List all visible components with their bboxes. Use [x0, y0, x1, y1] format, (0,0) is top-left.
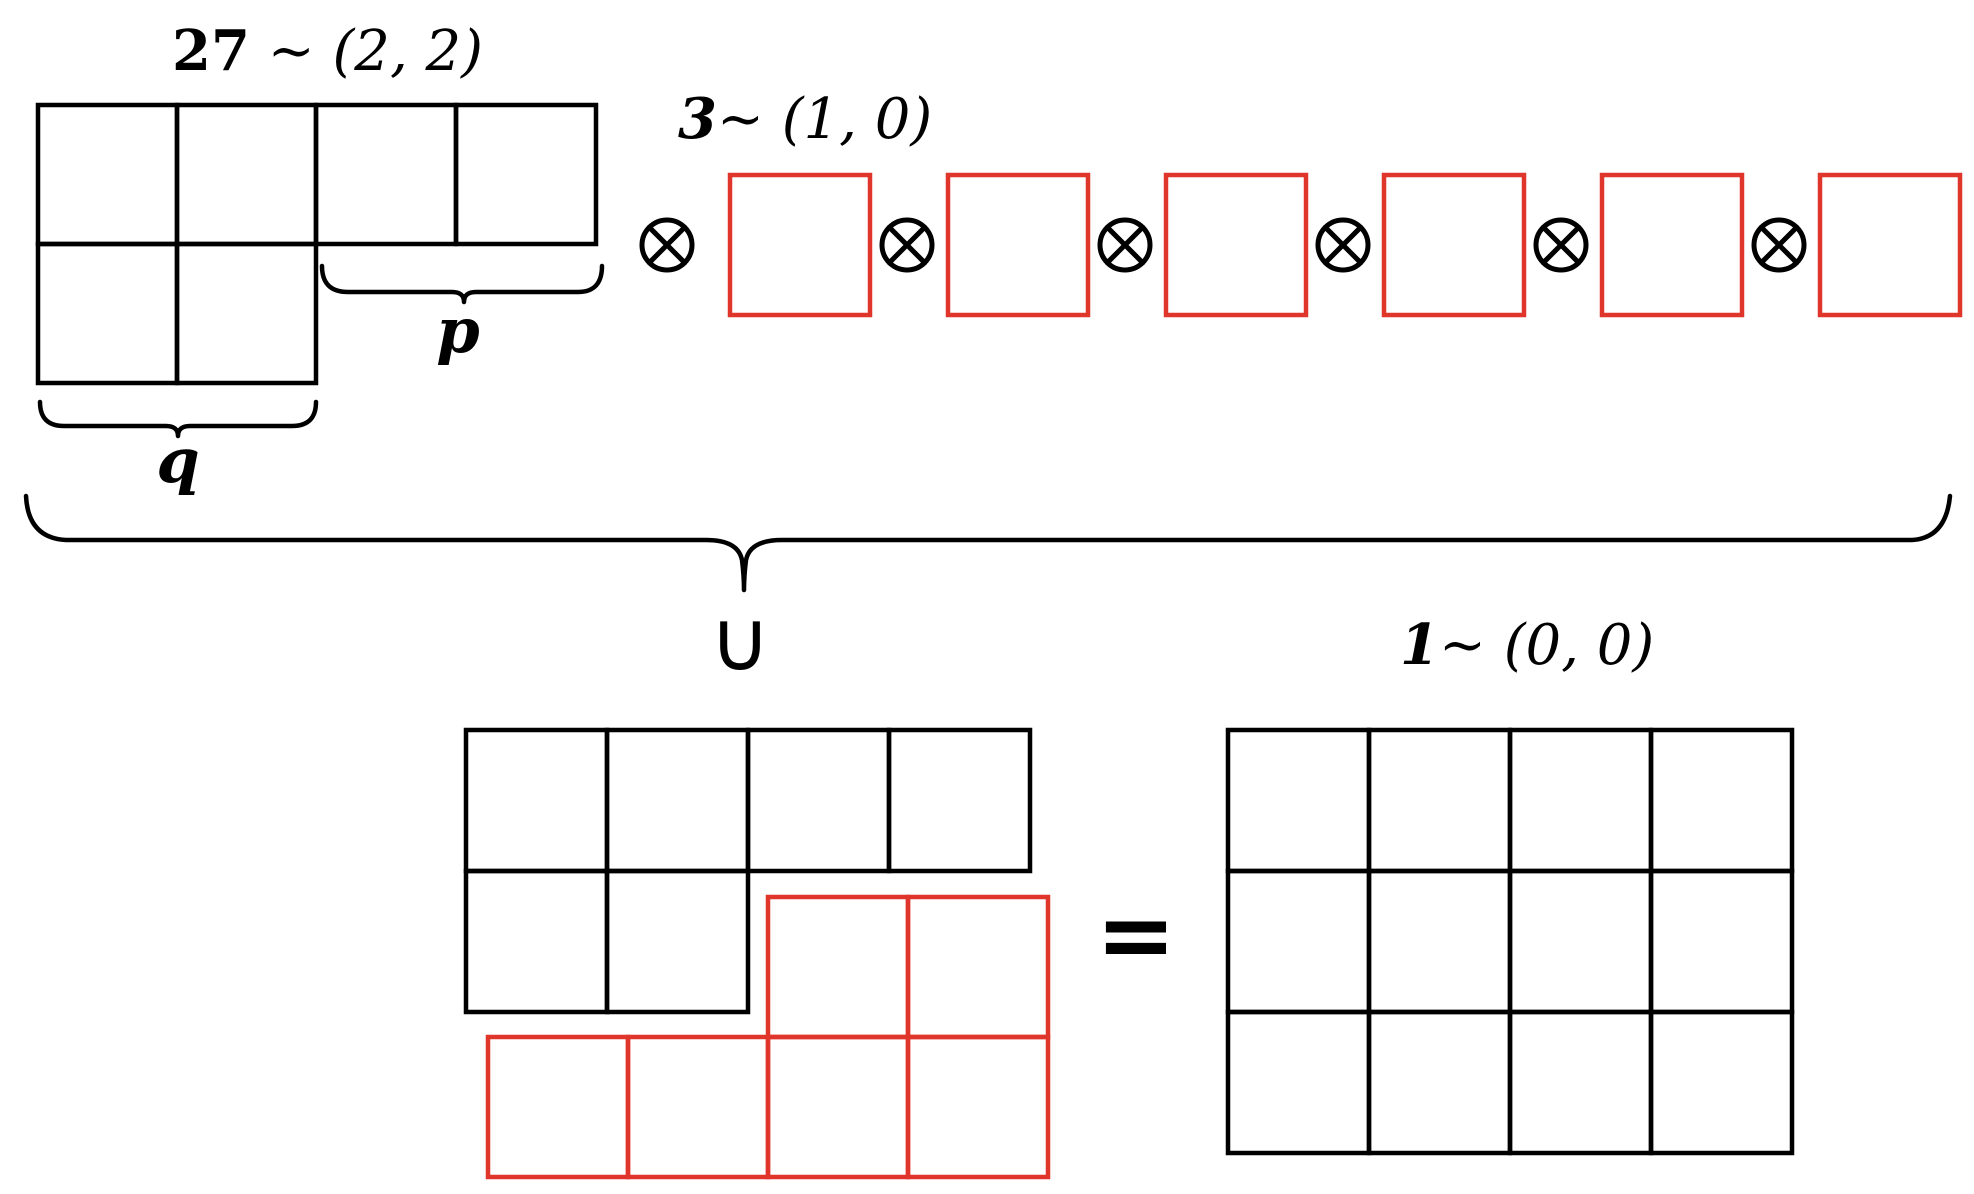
- combined-red-cell: [905, 1034, 1051, 1180]
- label-rep-1: 1~ (0, 0): [1400, 612, 1654, 678]
- singlet-cell: [1225, 727, 1372, 874]
- label-rep-3: 3~ (1, 0): [678, 86, 932, 152]
- singlet-cell: [1366, 1009, 1513, 1156]
- tensor-product-icon: [879, 217, 935, 273]
- singlet-cell: [1366, 868, 1513, 1015]
- singlet-cell: [1648, 868, 1795, 1015]
- rep1-weight: ~ (0, 0): [1439, 613, 1654, 678]
- union-symbol: ∪: [709, 592, 770, 690]
- brace-total: [23, 493, 1953, 593]
- combined-black-cell: [604, 868, 751, 1015]
- tableau-27-cell: [174, 102, 319, 247]
- singlet-cell: [1225, 1009, 1372, 1156]
- label-p: p: [436, 294, 479, 367]
- combined-red-cell: [485, 1034, 631, 1180]
- tensor-product-icon: [1533, 217, 1589, 273]
- equals-symbol: =: [1096, 879, 1176, 991]
- singlet-cell: [1507, 727, 1654, 874]
- tableau-27-cell: [453, 102, 599, 247]
- rep3-weight: ~ (1, 0): [717, 87, 932, 152]
- fundamental-box: [945, 172, 1091, 318]
- singlet-cell: [1507, 1009, 1654, 1156]
- tensor-product-row: [639, 172, 1963, 318]
- fundamental-box: [1599, 172, 1745, 318]
- combined-black-cell: [886, 727, 1033, 874]
- rep27-weight: ~ (2, 2): [250, 19, 483, 84]
- tensor-product-icon: [1097, 217, 1153, 273]
- tableau-27-cell: [35, 241, 180, 386]
- tensor-product-icon: [639, 217, 695, 273]
- tableau-singlet: [1225, 727, 1795, 1156]
- tableau-27: [35, 102, 599, 386]
- label-q: q: [156, 424, 199, 497]
- combined-red-cell: [625, 1034, 771, 1180]
- singlet-cell: [1366, 727, 1513, 874]
- fundamental-box: [1381, 172, 1527, 318]
- combined-black-cell: [604, 727, 751, 874]
- combined-black-cell: [745, 727, 892, 874]
- singlet-cell: [1648, 1009, 1795, 1156]
- tableau-combined-black: [463, 727, 1033, 1015]
- fundamental-box: [1163, 172, 1309, 318]
- tensor-product-icon: [1315, 217, 1371, 273]
- tableau-27-cell: [313, 102, 459, 247]
- tableau-27-cell: [174, 241, 319, 386]
- combined-red-cell: [765, 1034, 911, 1180]
- label-rep-27: 27 ~ (2, 2): [172, 18, 483, 84]
- singlet-cell: [1507, 868, 1654, 1015]
- rep3-number: 3: [678, 86, 717, 152]
- combined-black-cell: [463, 727, 610, 874]
- brace-q: [37, 399, 319, 439]
- fundamental-box: [727, 172, 873, 318]
- singlet-cell: [1225, 868, 1372, 1015]
- tensor-product-icon: [1751, 217, 1807, 273]
- tableau-27-cell: [35, 102, 180, 247]
- rep27-number: 27: [172, 18, 250, 84]
- combined-red-cell: [765, 894, 911, 1040]
- combined-red-cell: [905, 894, 1051, 1040]
- tableau-combined-red: [485, 894, 1051, 1180]
- singlet-cell: [1648, 727, 1795, 874]
- brace-p: [319, 263, 605, 305]
- fundamental-box: [1817, 172, 1963, 318]
- combined-black-cell: [463, 868, 610, 1015]
- rep1-number: 1: [1400, 612, 1439, 678]
